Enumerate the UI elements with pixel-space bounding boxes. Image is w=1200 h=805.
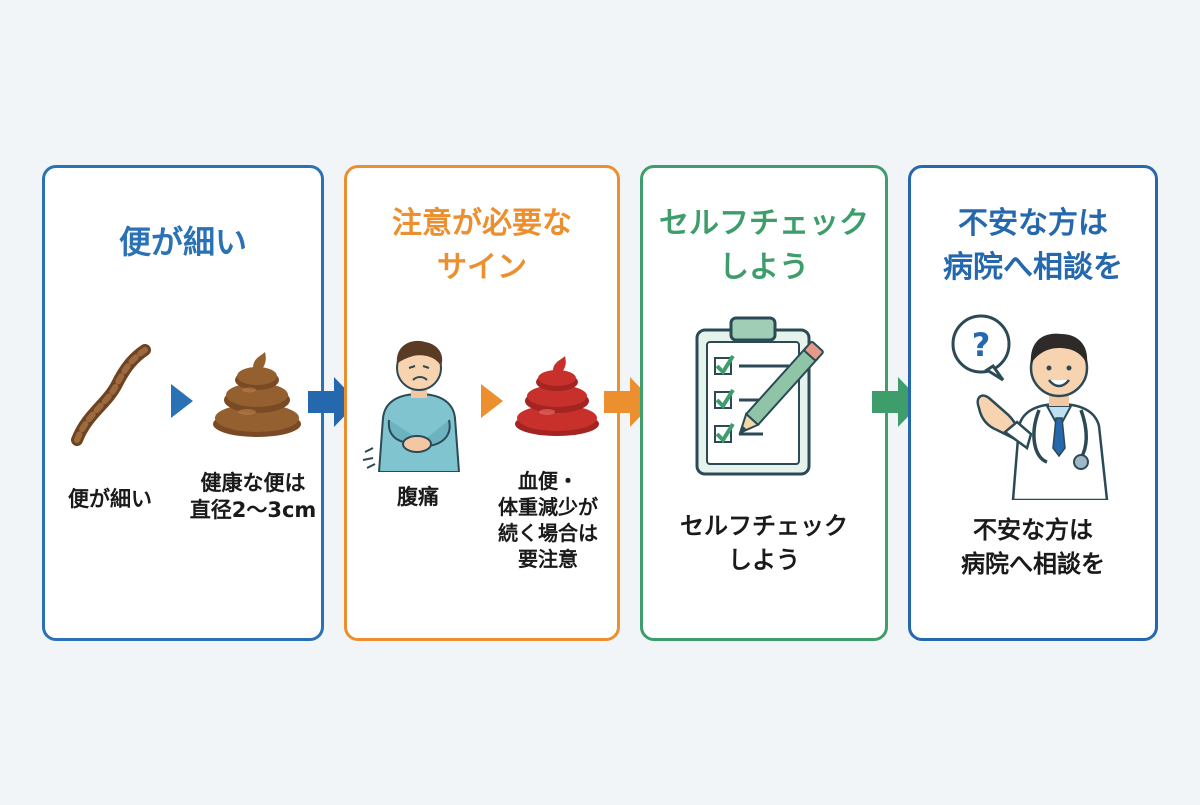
doctor-icon: ? — [951, 314, 1109, 500]
checklist-clipboard-icon — [695, 316, 824, 476]
step-title: 注意が必要な サイン — [392, 206, 572, 285]
caption-thin-stool: 便が細い — [68, 487, 152, 511]
step-title: 不安な方は 病院へ相談を — [943, 206, 1123, 285]
step-panel-thin-stool: 便が細い 便が細い 健康な便は 直径2〜3cm — [42, 165, 324, 641]
abdominal-pain-person-icon — [362, 340, 461, 472]
small-arrow-icon — [171, 384, 193, 418]
question-mark-icon: ? — [972, 326, 991, 364]
step-panel-self-check: セルフチェック しよう セルフチェック しよう — [640, 165, 888, 641]
step-panel-warning-signs: 注意が必要な サイン 腹痛 血便・ 体重減少が 続く場合は 要注意 — [344, 165, 620, 641]
caption-healthy-stool-diameter: 健康な便は 直径2〜3cm — [189, 471, 317, 523]
step-title: 便が細い — [118, 223, 247, 261]
caption-abdominal-pain: 腹痛 — [397, 485, 439, 509]
normal-stool-icon — [213, 352, 301, 437]
step-panel-consult-hospital: 不安な方は 病院へ相談を ? 不安な方は 病院へ相談を — [908, 165, 1158, 641]
small-arrow-icon — [481, 384, 503, 418]
bloody-stool-icon — [515, 356, 599, 436]
caption-bloody-stool-weight-loss: 血便・ 体重減少が 続く場合は 要注意 — [498, 469, 598, 571]
thin-stool-icon — [71, 344, 151, 446]
caption-consult-hospital: 不安な方は 病院へ相談を — [961, 516, 1105, 578]
step-title: セルフチェック しよう — [659, 206, 869, 285]
caption-self-check: セルフチェック しよう — [680, 512, 848, 574]
